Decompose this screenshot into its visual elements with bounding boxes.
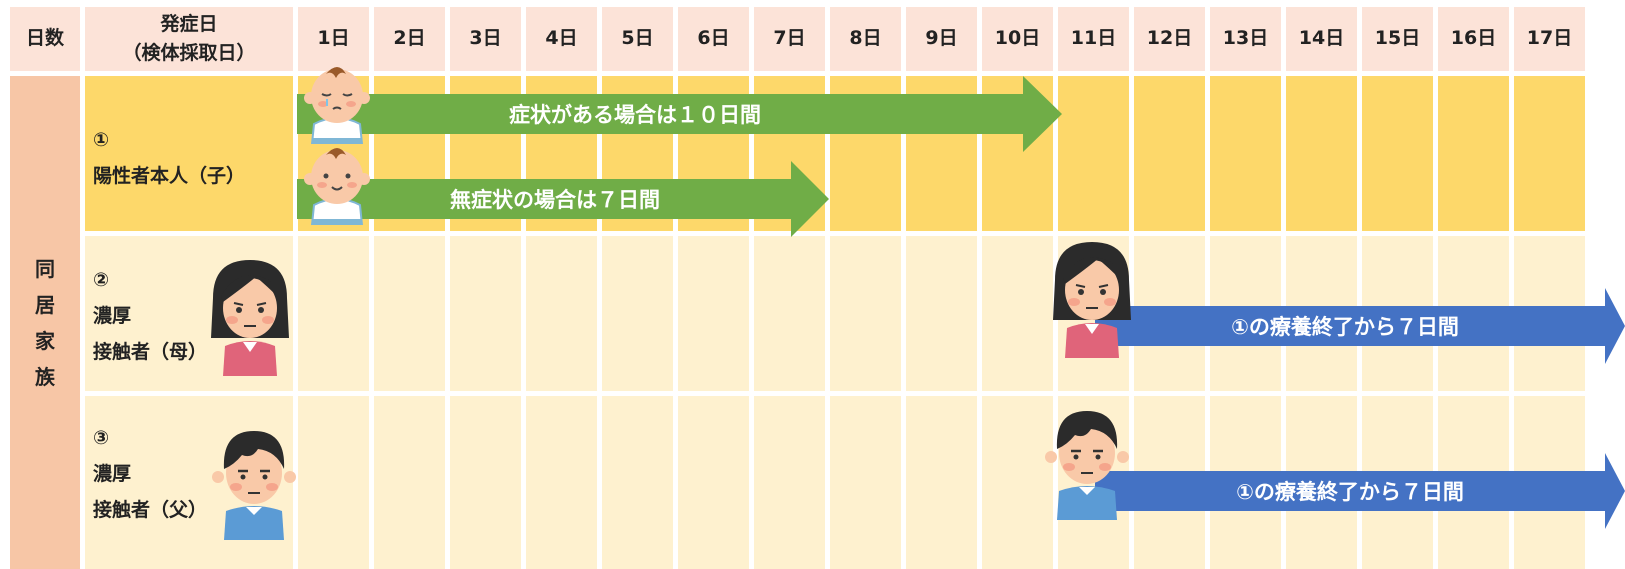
grid-cell xyxy=(1210,76,1281,231)
day-header: 6日 xyxy=(678,7,749,71)
grid-cell xyxy=(450,236,521,391)
day-header: 8日 xyxy=(830,7,901,71)
side-char: 族 xyxy=(35,364,55,389)
grid-cell xyxy=(526,236,597,391)
father-arrow-text: ①の療養終了から７日間 xyxy=(1236,480,1464,504)
grid-cell xyxy=(1058,76,1129,231)
days-label-text: 日数 xyxy=(25,27,64,50)
grid-cell xyxy=(830,396,901,569)
father-icon xyxy=(1045,411,1129,520)
mother-arrow-label: ①の療養終了から７日間 xyxy=(1160,306,1530,346)
grid-cell xyxy=(1438,76,1509,231)
grid-cell xyxy=(1134,76,1205,231)
green-arrow-shape xyxy=(297,161,829,237)
day-header: 11日 xyxy=(1058,7,1129,71)
row-label-positive-child: ① 陽性者本人（子） xyxy=(85,76,293,231)
header-days-label: 日数 xyxy=(10,7,80,71)
grid-cell xyxy=(374,236,445,391)
grid-cell xyxy=(678,236,749,391)
asymptomatic-arrow-text: 無症状の場合は７日間 xyxy=(450,188,660,212)
grid-cell xyxy=(298,396,369,569)
grid-cell xyxy=(982,396,1053,569)
grid-cell xyxy=(982,236,1053,391)
row-subtitle: 接触者（母） xyxy=(93,341,208,363)
father-arrow xyxy=(1095,453,1625,529)
header-onset-label: 発症日 （検体採取日） xyxy=(85,7,293,71)
baby-crying-icon xyxy=(304,67,370,144)
grid-cell xyxy=(1286,76,1357,231)
symptomatic-arrow-text: 症状がある場合は１０日間 xyxy=(509,103,761,127)
grid-cell xyxy=(906,396,977,569)
row-number: ① xyxy=(93,129,110,151)
asymptomatic-arrow xyxy=(297,161,829,237)
day-header: 4日 xyxy=(526,7,597,71)
blue-arrow-shape xyxy=(1095,288,1625,364)
mother-arrow xyxy=(1095,288,1625,364)
mother-icon xyxy=(211,260,289,376)
grid-cell xyxy=(830,236,901,391)
row-number: ③ xyxy=(93,427,110,449)
grid-cell xyxy=(602,236,673,391)
father-icon xyxy=(212,431,296,540)
grid-cell xyxy=(602,396,673,569)
row-title: 陽性者本人（子） xyxy=(93,165,246,187)
day-header: 12日 xyxy=(1134,7,1205,71)
day-header: 2日 xyxy=(374,7,445,71)
side-label-cohabiting-family: 同 居 家 族 xyxy=(10,76,80,569)
day-header: 16日 xyxy=(1438,7,1509,71)
day-header: 10日 xyxy=(982,7,1053,71)
row-subtitle: 接触者（父） xyxy=(93,499,208,521)
grid-cell xyxy=(374,396,445,569)
day-header: 9日 xyxy=(906,7,977,71)
day-header: 15日 xyxy=(1362,7,1433,71)
blue-arrow-shape xyxy=(1095,453,1625,529)
green-arrow-shape xyxy=(297,76,1062,152)
row-title: 濃厚 xyxy=(93,305,132,327)
mother-arrow-text: ①の療養終了から７日間 xyxy=(1231,315,1459,339)
grid-cell xyxy=(754,236,825,391)
onset-label-line1: 発症日 xyxy=(160,12,218,35)
mother-icon xyxy=(1053,242,1131,358)
row-title: 濃厚 xyxy=(93,463,132,485)
baby-smiling-icon xyxy=(304,148,370,225)
asymptomatic-arrow-label: 無症状の場合は７日間 xyxy=(400,179,710,219)
grid-cell xyxy=(298,236,369,391)
symptomatic-arrow-label: 症状がある場合は１０日間 xyxy=(440,94,830,134)
day-header: 7日 xyxy=(754,7,825,71)
onset-label-line2: （検体採取日） xyxy=(122,42,256,64)
grid-cell xyxy=(906,236,977,391)
day-header: 13日 xyxy=(1210,7,1281,71)
grid-cell xyxy=(1514,76,1585,231)
grid-cell xyxy=(1362,76,1433,231)
day-header: 1日 xyxy=(298,7,369,71)
grid-cell xyxy=(754,396,825,569)
father-arrow-label: ①の療養終了から７日間 xyxy=(1165,471,1535,511)
symptomatic-arrow xyxy=(297,76,1062,152)
grid-cell xyxy=(678,396,749,569)
side-char: 同 xyxy=(35,256,55,281)
side-char: 居 xyxy=(35,292,55,317)
grid-cell xyxy=(526,396,597,569)
side-char: 家 xyxy=(35,328,55,353)
day-header: 14日 xyxy=(1286,7,1357,71)
day-header: 3日 xyxy=(450,7,521,71)
day-header: 17日 xyxy=(1514,7,1585,71)
day-header: 5日 xyxy=(602,7,673,71)
grid-cell xyxy=(450,396,521,569)
row-number: ② xyxy=(93,269,110,291)
